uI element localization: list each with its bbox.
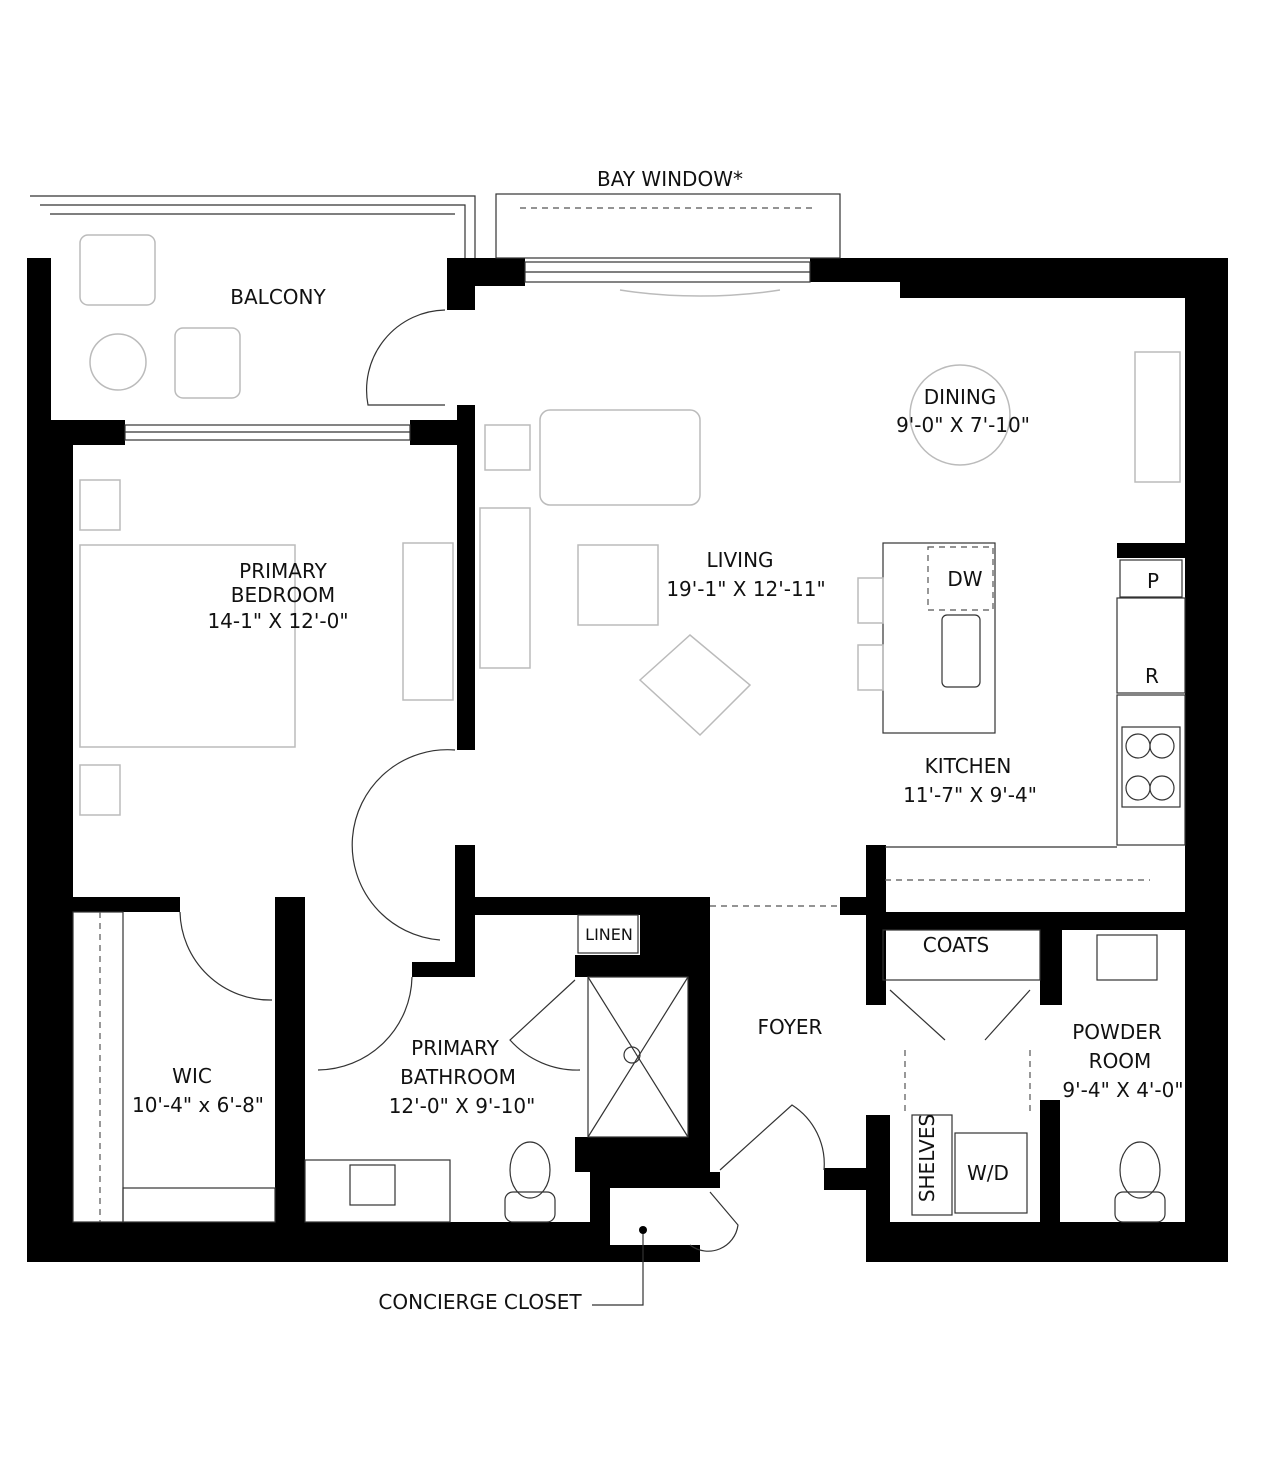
coats-label: COATS <box>923 933 989 957</box>
primary-bedroom-label-1: PRIMARY <box>239 559 327 583</box>
primary-bedroom-label-2: BEDROOM <box>231 583 335 607</box>
living-size: 19'-1" X 12'-11" <box>666 577 825 601</box>
shelves-label: SHELVES <box>915 1114 939 1202</box>
primary-bedroom-size: 14-1" X 12'-0" <box>207 609 348 633</box>
primary-bathroom-label-2: BATHROOM <box>400 1065 516 1089</box>
powder-room-label-2: ROOM <box>1089 1049 1152 1073</box>
wic-size: 10'-4" x 6'-8" <box>132 1093 264 1117</box>
washer-dryer-label: W/D <box>967 1161 1009 1185</box>
room-labels: BAY WINDOW* BALCONY DINING 9'-0" X 7'-10… <box>132 167 1184 1314</box>
dishwasher-label: DW <box>947 567 982 591</box>
powder-room-size: 9'-4" X 4'-0" <box>1062 1078 1183 1102</box>
linen-label: LINEN <box>585 925 633 944</box>
powder-room-label-1: POWDER <box>1072 1020 1162 1044</box>
wic-label: WIC <box>172 1064 212 1088</box>
balcony-label: BALCONY <box>230 285 326 309</box>
primary-bathroom-size: 12'-0" X 9'-10" <box>389 1094 536 1118</box>
kitchen-size: 11'-7" X 9'-4" <box>903 783 1037 807</box>
living-label: LIVING <box>706 548 773 572</box>
refrigerator-label: R <box>1145 664 1159 688</box>
pantry-label: P <box>1147 569 1159 593</box>
concierge-closet-label: CONCIERGE CLOSET <box>378 1290 582 1314</box>
foyer-label: FOYER <box>758 1015 823 1039</box>
furniture <box>72 234 1186 1223</box>
openings <box>30 193 841 1306</box>
walls <box>27 258 1228 1262</box>
dining-label: DINING <box>924 385 997 409</box>
bay-window-label: BAY WINDOW* <box>597 167 743 191</box>
kitchen-label: KITCHEN <box>925 754 1012 778</box>
dining-size: 9'-0" X 7'-10" <box>896 413 1030 437</box>
primary-bathroom-label-1: PRIMARY <box>411 1036 499 1060</box>
